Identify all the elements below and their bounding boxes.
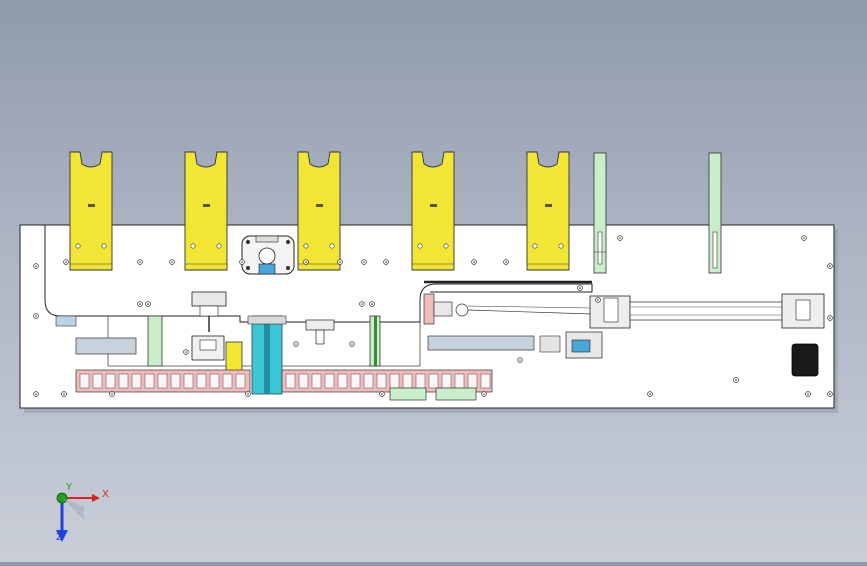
motor-box xyxy=(791,343,819,377)
holder-1 xyxy=(69,151,113,271)
terminal-blocks xyxy=(389,387,477,401)
holder-group xyxy=(69,151,570,271)
holder-4 xyxy=(411,151,455,271)
x-axis-label: X xyxy=(102,489,109,500)
cyan-cylinder xyxy=(247,315,287,395)
y-axis-label: Y xyxy=(65,482,73,493)
left-small-block xyxy=(55,315,77,327)
screw-holes xyxy=(33,235,833,397)
valve-fitting xyxy=(305,319,335,345)
holder-3 xyxy=(297,151,341,271)
left-guide-post xyxy=(147,315,163,367)
left-lower-rail xyxy=(75,337,137,355)
drag-chain xyxy=(75,369,493,393)
linear-module xyxy=(565,293,825,359)
holder-5 xyxy=(526,151,570,271)
axis-triad: X Y Z xyxy=(56,482,109,543)
pusher-assembly xyxy=(423,293,593,325)
right-small-block xyxy=(539,335,561,353)
guide-left xyxy=(593,152,607,274)
right-lower-rail xyxy=(427,335,535,351)
holder-2 xyxy=(184,151,228,271)
left-fixture xyxy=(191,291,227,361)
sensor-block xyxy=(241,235,295,275)
z-axis-label: Z xyxy=(56,532,63,543)
guide-right xyxy=(708,152,722,274)
mid-guide-inner xyxy=(374,316,377,366)
